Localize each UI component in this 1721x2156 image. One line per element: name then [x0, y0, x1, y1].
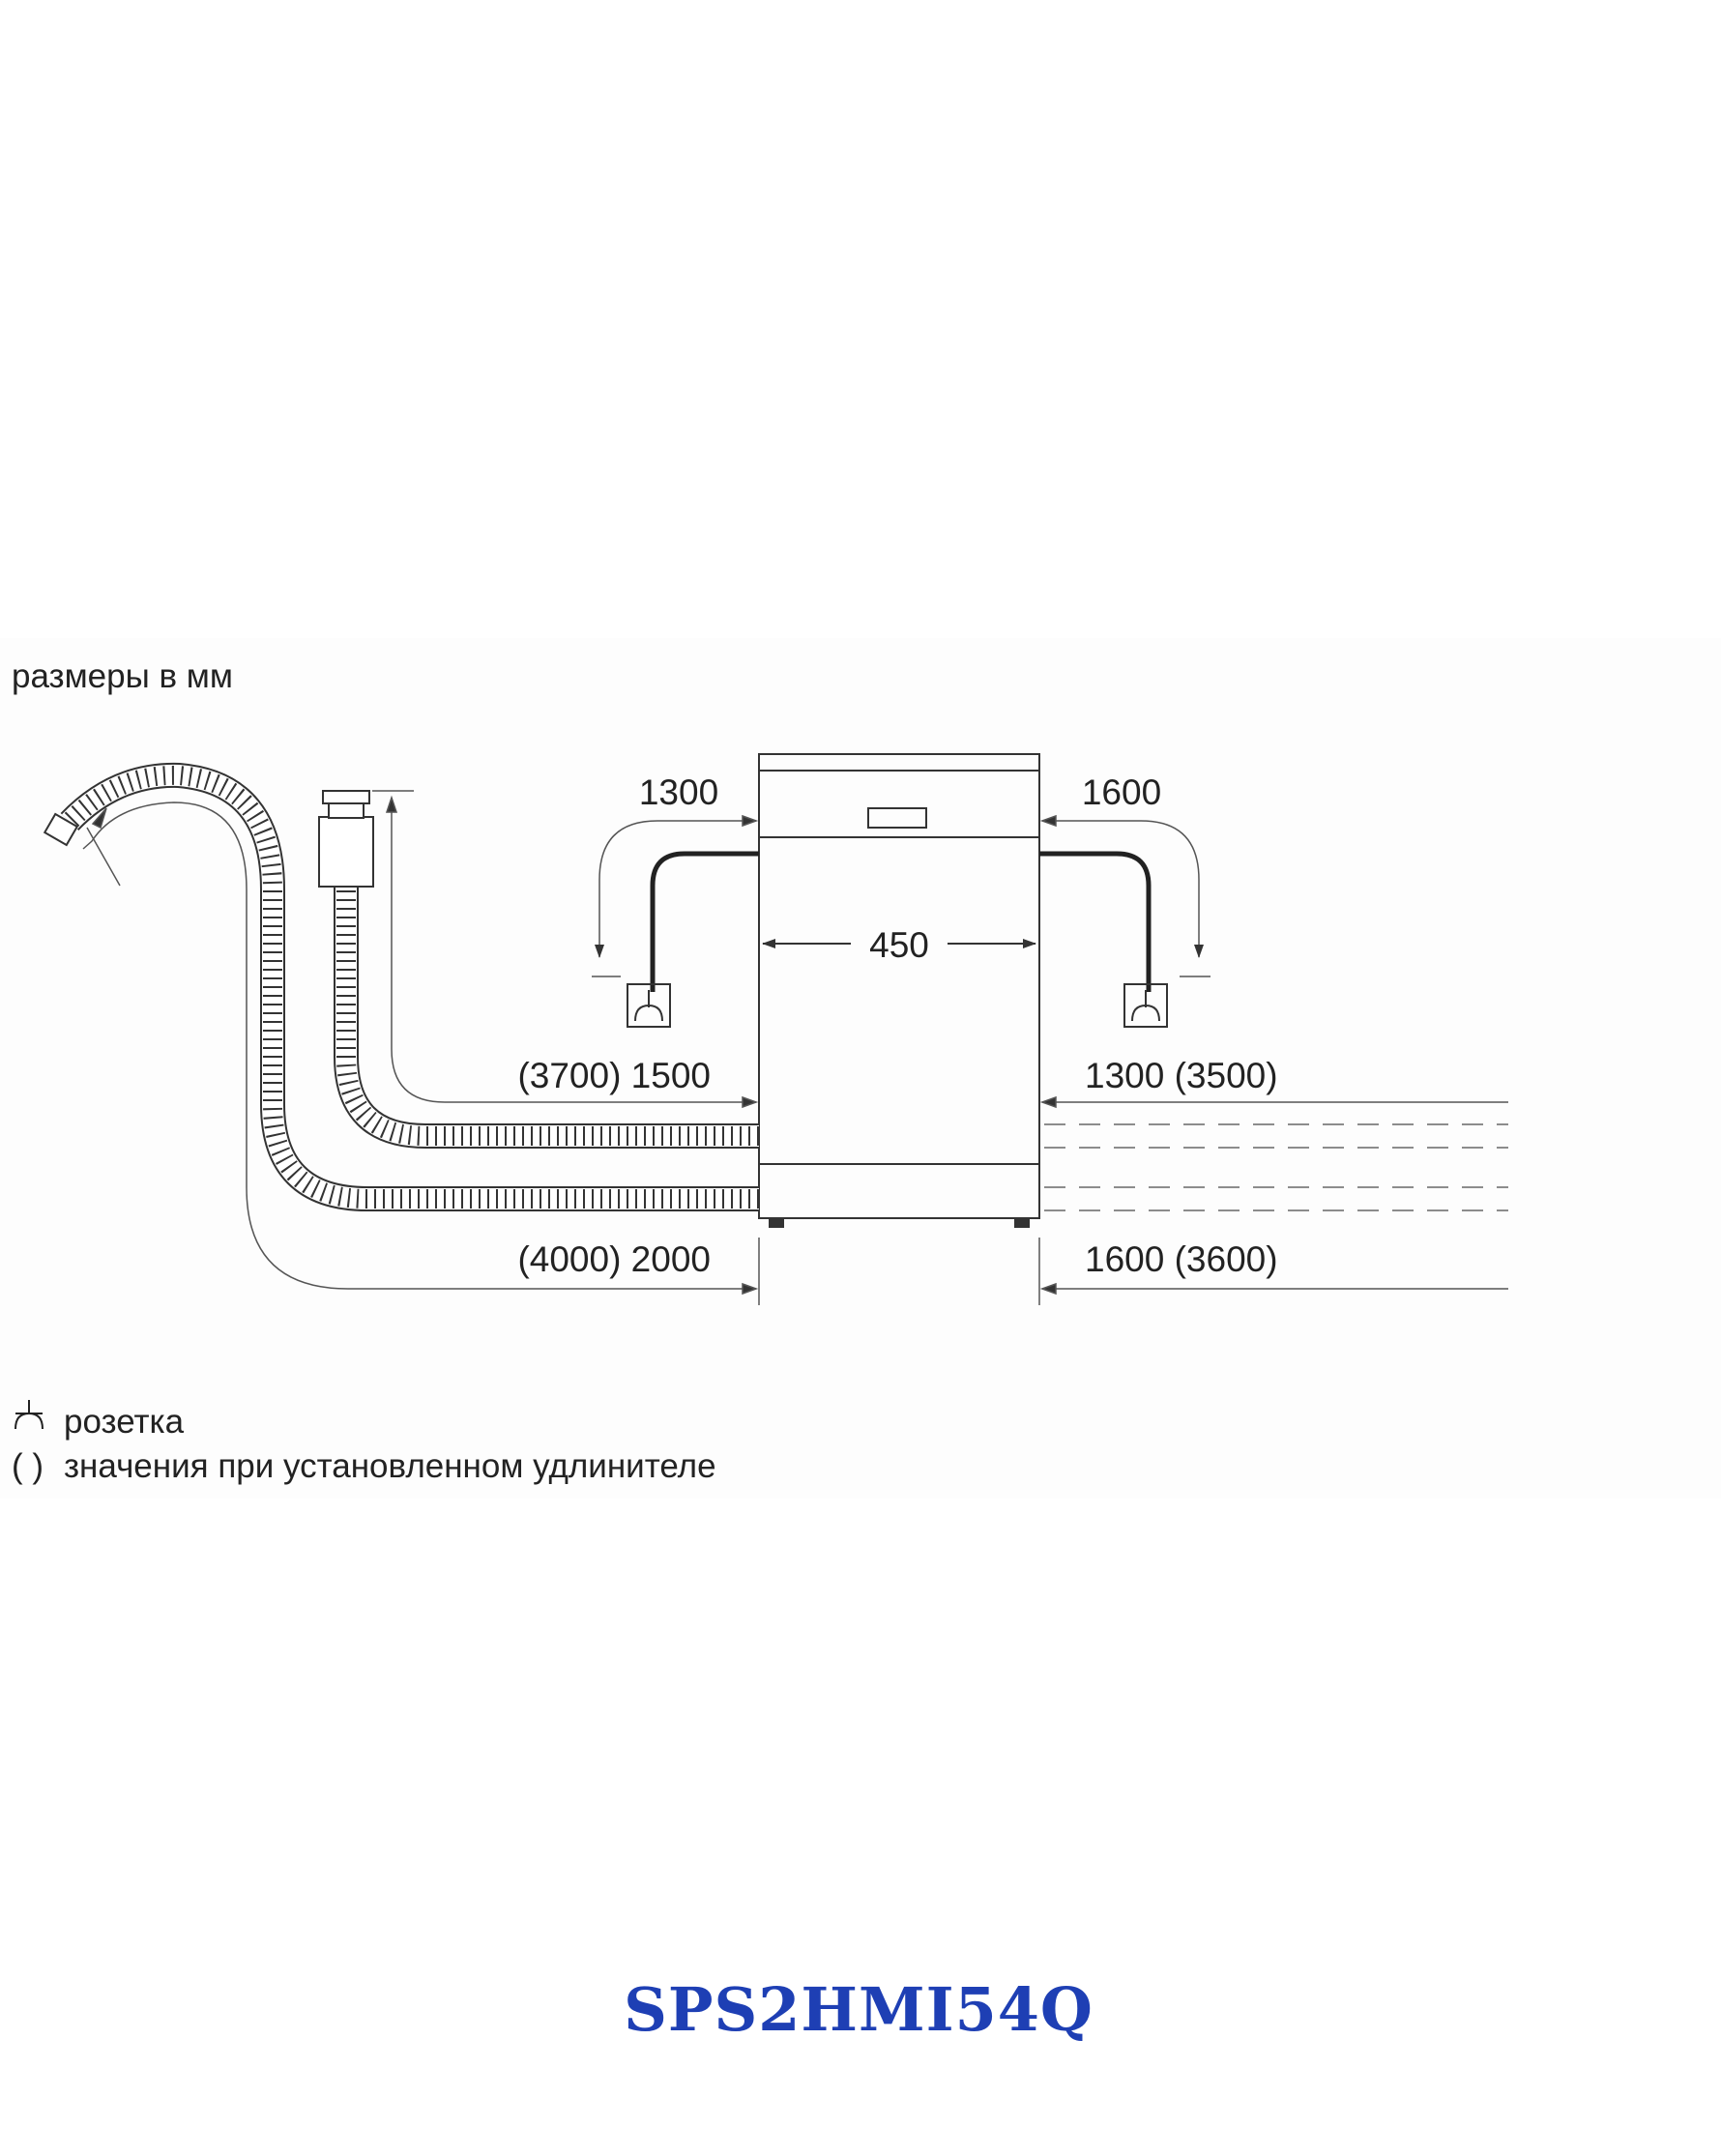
power-cable-left [650, 851, 759, 992]
socket-icon [627, 983, 671, 1028]
supply-dimension-left [82, 801, 759, 1296]
legend-paren-label: значения при установленном удлинителе [64, 1447, 716, 1485]
outlet-dimension-left [592, 814, 759, 977]
aquastop-valve [318, 790, 374, 888]
diagram-panel [0, 638, 1721, 1499]
width-label: 450 [869, 925, 929, 965]
supply-dimension-right [1039, 1282, 1508, 1296]
dishwasher [758, 753, 1040, 1228]
control-display [867, 807, 927, 829]
supply-hose [60, 762, 759, 1211]
drain-dimension-left [372, 790, 759, 1109]
extension-dashes [1044, 1123, 1508, 1211]
socket-icon [1123, 983, 1168, 1028]
power-cable-right [1039, 851, 1152, 992]
drain-right-label: 1300 (3500) [1085, 1056, 1278, 1095]
hose-connector [43, 812, 79, 847]
legend-socket-label: розетка [64, 1403, 185, 1441]
units-note: размеры в мм [12, 657, 233, 695]
supply-left-label: (4000) 2000 [517, 1239, 711, 1279]
drain-left-label: (3700) 1500 [517, 1056, 711, 1095]
drain-hose [334, 885, 759, 1149]
outlet-dimension-right [1039, 814, 1211, 977]
legend-paren-symbol: ( ) [12, 1447, 44, 1485]
outlet-right-label: 1600 [1082, 772, 1161, 812]
model-name: SPS2HMI54Q [624, 1974, 1094, 2045]
drain-dimension-right [1039, 1095, 1508, 1109]
legend-socket-icon [15, 1400, 44, 1430]
outlet-left-label: 1300 [639, 772, 718, 812]
supply-right-label: 1600 (3600) [1085, 1239, 1278, 1279]
